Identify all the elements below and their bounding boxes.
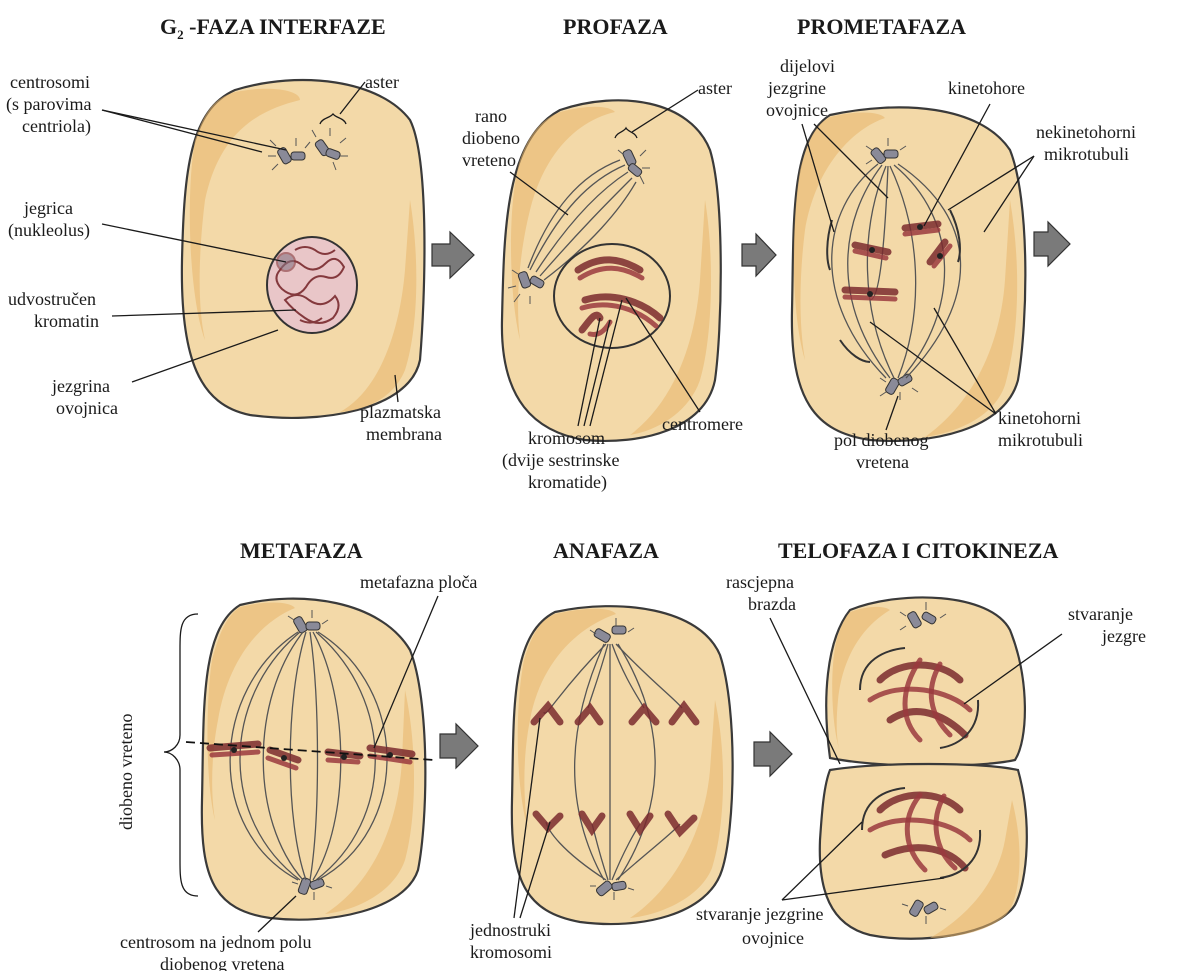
cell-g2-interphase — [182, 80, 425, 418]
label-jezgrina-2: ovojnica — [56, 398, 118, 418]
cell-prometafaza — [792, 107, 1025, 441]
label-dijelovi-3: ovojnice — [766, 100, 828, 120]
label-rano-1: rano — [475, 106, 507, 126]
arrow-anafaza-to-telofaza — [754, 732, 792, 776]
label-jednostruki-1: jednostruki — [469, 920, 551, 940]
label-aster-g2: aster — [365, 72, 399, 92]
label-diobeno-vreteno: diobeno vreteno — [116, 714, 136, 830]
label-centromere: centromere — [662, 414, 743, 434]
label-kineto-1: kinetohorni — [998, 408, 1081, 428]
label-stvaranje-ovoj-2: ovojnice — [742, 928, 804, 948]
cell-metafaza — [186, 599, 434, 920]
label-jegrica-1: jegrica — [23, 198, 73, 218]
label-pol-2: vretena — [856, 452, 909, 472]
cell-telofaza — [820, 597, 1027, 938]
arrow-profaza-to-prometafaza — [742, 234, 776, 276]
label-centrosomi-2: (s parovima — [6, 94, 91, 115]
label-kromosom-1: kromosom — [528, 428, 605, 448]
label-centrosomi-3: centriola) — [22, 116, 91, 137]
label-kromosom-2: (dvije sestrinske — [502, 450, 619, 471]
cell-profaza — [502, 100, 721, 441]
label-jegrica-2: (nukleolus) — [8, 220, 90, 241]
title-telofaza: TELOFAZA I CITOKINEZA — [778, 538, 1058, 563]
cell-anafaza — [512, 606, 733, 924]
title-anafaza: ANAFAZA — [553, 538, 659, 563]
label-nekineto-1: nekinetohorni — [1036, 122, 1136, 142]
label-kineto-2: mikrotubuli — [998, 430, 1083, 450]
label-dijelovi-2: jezgrine — [767, 78, 826, 98]
label-rascjepna-1: rascjepna — [726, 572, 794, 592]
title-g2-phase: G2 -FAZA INTERFAZE — [160, 14, 386, 42]
arrow-prometafaza-next — [1034, 222, 1070, 266]
nucleus-g2 — [267, 237, 357, 333]
title-prometafaza: PROMETAFAZA — [797, 14, 966, 39]
title-profaza: PROFAZA — [563, 14, 668, 39]
label-kromosom-3: kromatide) — [528, 472, 607, 493]
spindle-brace — [164, 614, 198, 896]
label-metafazna: metafazna ploča — [360, 572, 477, 592]
label-rascjepna-2: brazda — [748, 594, 796, 614]
title-metafaza: METAFAZA — [240, 538, 363, 563]
label-kinetohore: kinetohore — [948, 78, 1025, 98]
label-stvaranje-ovoj-1: stvaranje jezgrine — [696, 904, 823, 924]
arrow-metafaza-to-anafaza — [440, 724, 478, 768]
label-dijelovi-1: dijelovi — [780, 56, 835, 76]
label-jednostruki-2: kromosomi — [470, 942, 552, 962]
label-udvostrucen-1: udvostručen — [8, 289, 96, 309]
label-plazmatska-1: plazmatska — [360, 402, 441, 422]
label-nekineto-2: mikrotubuli — [1044, 144, 1129, 164]
label-pol-1: pol diobenog — [834, 430, 929, 450]
label-centrosom-pol-2: diobenog vretena — [160, 954, 284, 971]
arrow-g2-to-profaza — [432, 232, 474, 278]
label-udvostrucen-2: kromatin — [34, 311, 99, 331]
label-rano-3: vreteno — [462, 150, 516, 170]
label-rano-2: diobeno — [462, 128, 520, 148]
label-centrosom-pol-1: centrosom na jednom polu — [120, 932, 311, 952]
label-stvaranje-jezgre-2: jezgre — [1101, 626, 1146, 646]
label-plazmatska-2: membrana — [366, 424, 442, 444]
label-aster-pro: aster — [698, 78, 732, 98]
label-stvaranje-jezgre-1: stvaranje — [1068, 604, 1133, 624]
label-centrosomi-1: centrosomi — [10, 72, 90, 92]
label-jezgrina-1: jezgrina — [51, 376, 110, 396]
